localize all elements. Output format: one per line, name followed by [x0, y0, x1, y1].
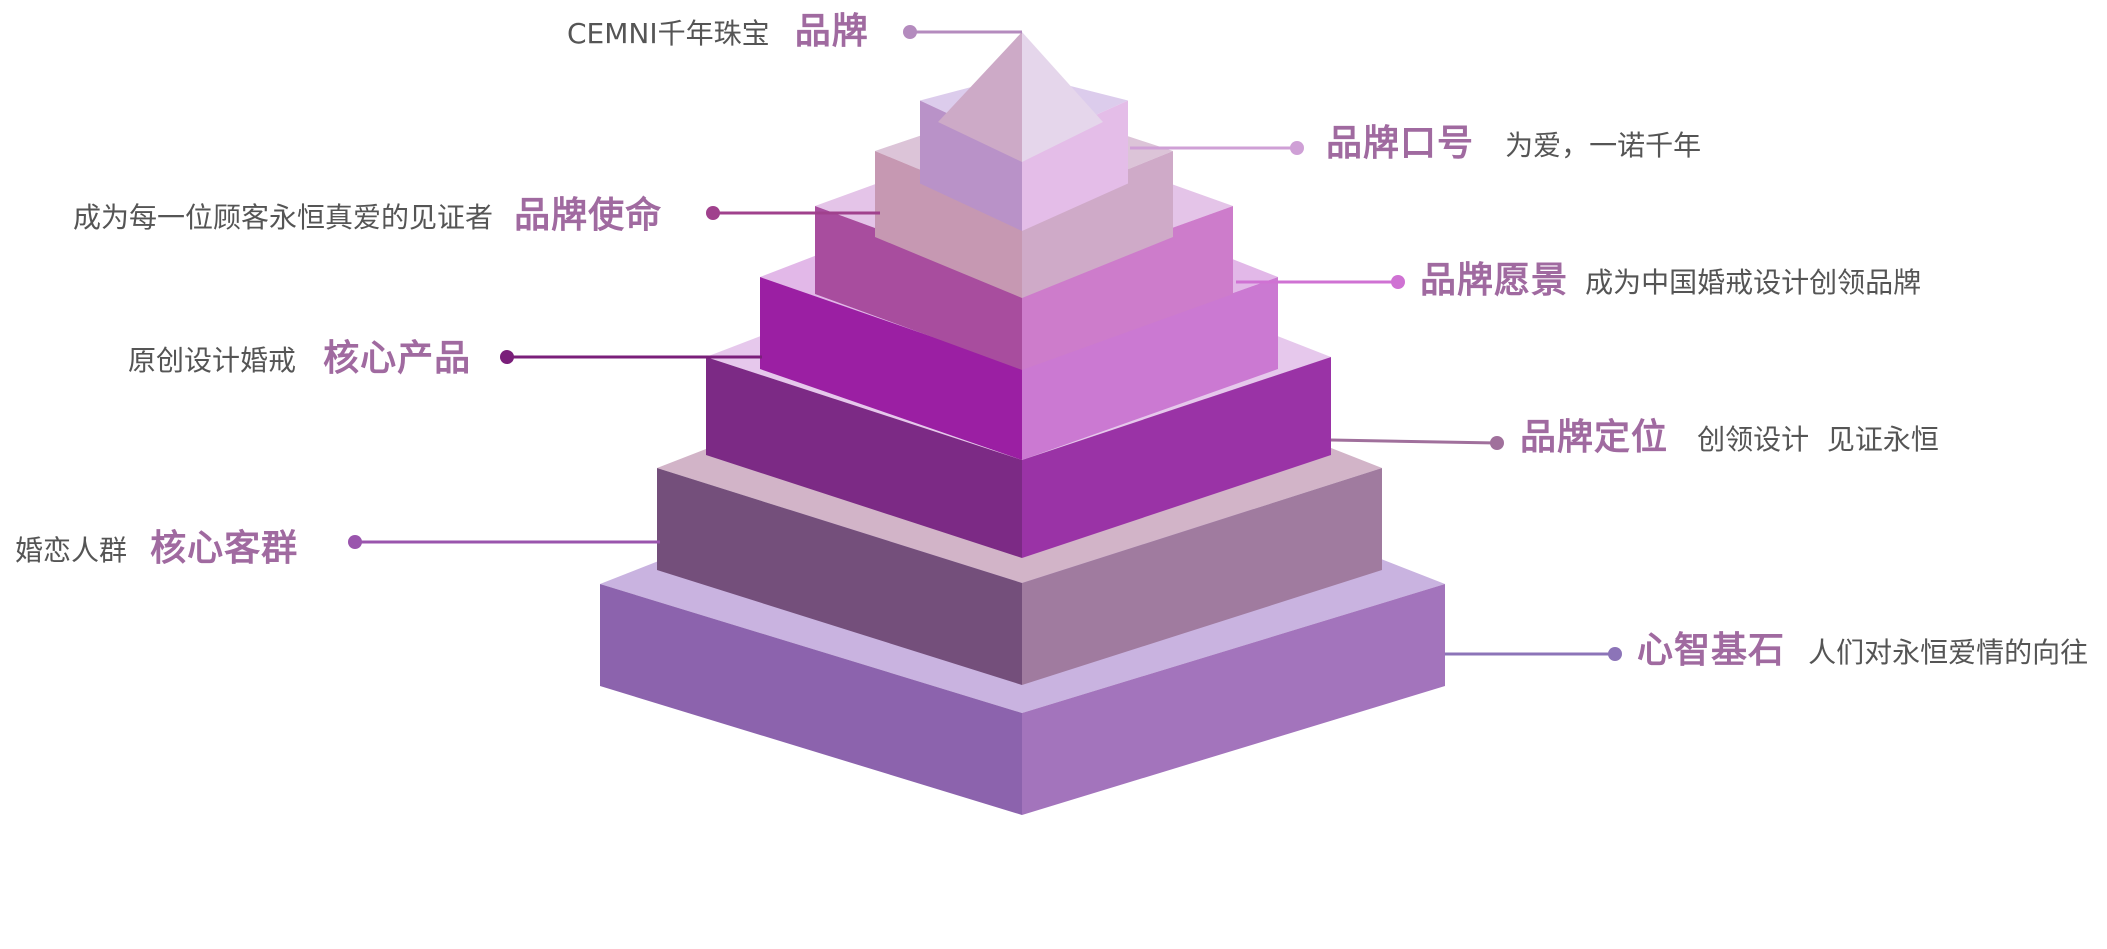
tier-2-left-face — [657, 468, 1022, 685]
tier-6-left-face — [875, 151, 1022, 298]
tier-3-left-face — [706, 357, 1022, 558]
apex-left-face — [938, 32, 1022, 162]
customers-title: 核心客群 — [150, 528, 299, 569]
label-vision: 品牌愿景 成为中国婚戒设计创领品牌 — [1420, 263, 1921, 299]
leader-line-positioning — [1330, 438, 1498, 445]
tier-5-left-face — [815, 206, 1022, 370]
product-desc: 原创设计婚戒 — [128, 344, 297, 377]
leader-dot-vision — [1391, 275, 1405, 289]
tier-3-right-face — [1022, 357, 1331, 558]
vision-title: 品牌愿景 — [1420, 260, 1569, 301]
product-title: 核心产品 — [323, 338, 472, 379]
label-foundation: 心智基石 人们对永恒爱情的向往 — [1637, 633, 2088, 669]
leader-dot-mission — [706, 206, 720, 220]
positioning-title: 品牌定位 — [1520, 417, 1669, 458]
vision-desc: 成为中国婚戒设计创领品牌 — [1585, 266, 1922, 299]
leader-dot-product — [500, 350, 514, 364]
mission-desc: 成为每一位顾客永恒真爱的见证者 — [73, 201, 494, 234]
foundation-title: 心智基石 — [1637, 630, 1786, 671]
tier-5-right-face — [1022, 206, 1233, 370]
foundation-desc: 人们对永恒爱情的向往 — [1808, 636, 2089, 669]
mission-title: 品牌使命 — [514, 195, 663, 236]
leader-lines — [348, 25, 1622, 661]
slogan-title: 品牌口号 — [1326, 123, 1475, 164]
tier-7-right-face — [1022, 100, 1128, 231]
tier-4-left-face — [760, 277, 1022, 460]
label-positioning: 品牌定位 创领设计 见证永恒 — [1520, 420, 1939, 456]
label-slogan: 品牌口号 为爱，一诺千年 — [1326, 126, 1701, 162]
leader-dot-positioning — [1490, 436, 1504, 450]
label-mission: 成为每一位顾客永恒真爱的见证者 品牌使命 — [73, 198, 662, 234]
label-product: 原创设计婚戒 核心产品 — [128, 341, 471, 377]
tier-1-left-face — [600, 584, 1022, 815]
leader-dot-foundation — [1608, 647, 1622, 661]
tier-4-right-face — [1022, 277, 1278, 460]
tier-2-right-face — [1022, 468, 1382, 685]
tier-7-left-face — [920, 100, 1022, 231]
tier-6-right-face — [1022, 151, 1173, 298]
positioning-desc: 创领设计 见证永恒 — [1697, 423, 1939, 456]
leader-dot-slogan — [1290, 141, 1304, 155]
brand-title: 品牌 — [794, 11, 869, 52]
apex-right-face — [1022, 32, 1103, 162]
leader-dot-customers — [348, 535, 362, 549]
label-brand: CEMNI千年珠宝 品牌 — [567, 14, 869, 50]
tier-1-right-face — [1022, 584, 1445, 815]
leader-dot-brand — [903, 25, 917, 39]
customers-desc: 婚恋人群 — [15, 534, 128, 567]
pyramid-tiers — [600, 32, 1445, 815]
slogan-desc: 为爱，一诺千年 — [1505, 129, 1702, 162]
brand-desc: CEMNI千年珠宝 — [567, 17, 770, 50]
label-customers: 婚恋人群 核心客群 — [15, 531, 298, 567]
